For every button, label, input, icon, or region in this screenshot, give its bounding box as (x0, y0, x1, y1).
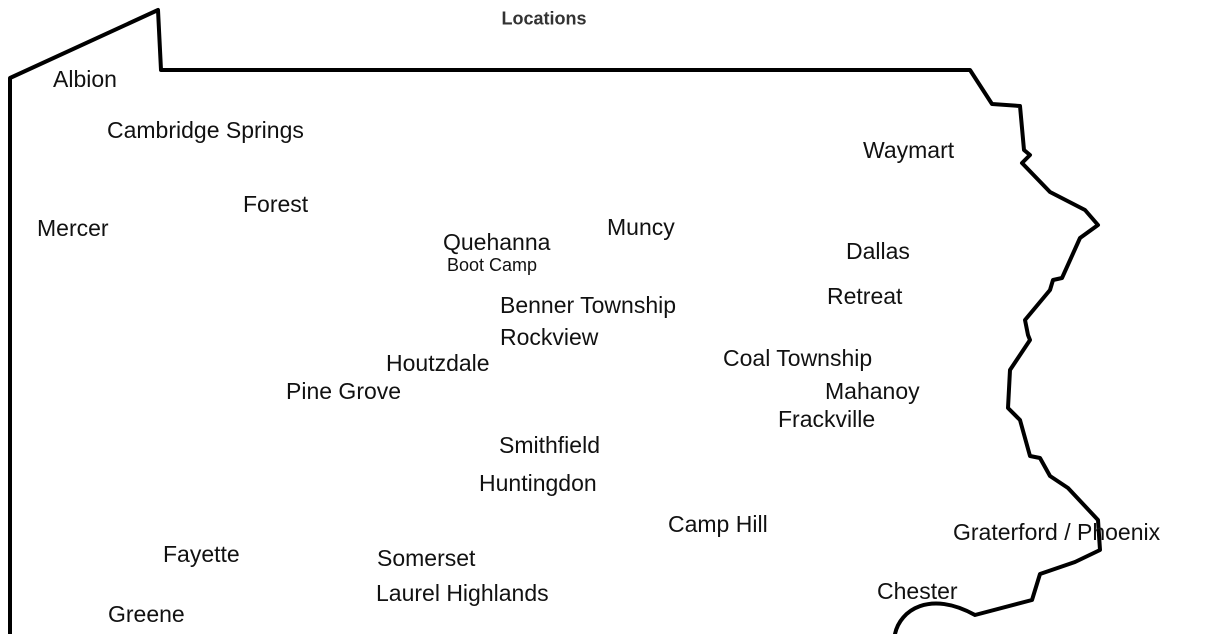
location-retreat[interactable]: Retreat (827, 283, 903, 309)
location-dallas[interactable]: Dallas (846, 238, 910, 264)
map-title: Locations (501, 8, 587, 29)
location-waymart[interactable]: Waymart (863, 137, 955, 163)
location-albion[interactable]: Albion (53, 66, 117, 92)
location-huntingdon[interactable]: Huntingdon (479, 470, 597, 496)
location-rockview[interactable]: Rockview (500, 324, 599, 350)
state-border-outline (8, 8, 1102, 634)
location-graterford-phoenix[interactable]: Graterford / Phoenix (953, 519, 1161, 545)
location-coal-township[interactable]: Coal Township (723, 345, 873, 371)
location-fayette[interactable]: Fayette (163, 541, 240, 567)
location-camp-hill[interactable]: Camp Hill (668, 511, 768, 537)
location-somerset[interactable]: Somerset (377, 545, 476, 571)
location-smithfield[interactable]: Smithfield (499, 432, 600, 458)
location-houtzdale[interactable]: Houtzdale (386, 350, 490, 376)
location-cambridge-springs[interactable]: Cambridge Springs (107, 117, 304, 143)
location-laurel-highlands[interactable]: Laurel Highlands (376, 580, 549, 606)
location-quehanna[interactable]: Quehanna (443, 229, 551, 255)
location-chester[interactable]: Chester (877, 578, 958, 604)
location-mahanoy[interactable]: Mahanoy (825, 378, 920, 404)
location-benner-township[interactable]: Benner Township (500, 292, 677, 318)
location-pine-grove[interactable]: Pine Grove (286, 378, 402, 404)
location-mercer[interactable]: Mercer (37, 215, 109, 241)
location-muncy[interactable]: Muncy (607, 214, 675, 240)
location-frackville[interactable]: Frackville (778, 406, 876, 432)
location-greene[interactable]: Greene (108, 601, 185, 627)
location-boot-camp[interactable]: Boot Camp (447, 255, 538, 275)
location-forest[interactable]: Forest (243, 191, 309, 217)
